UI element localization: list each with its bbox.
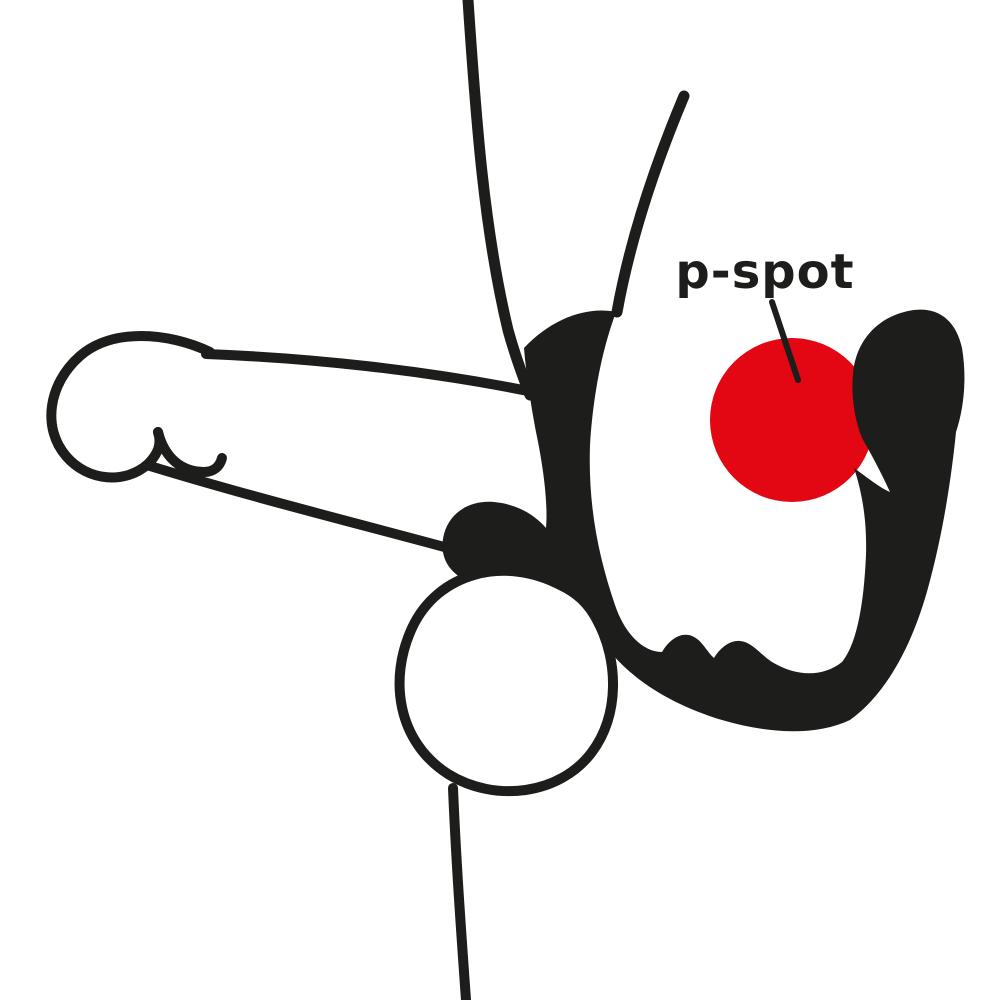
p-spot-marker (710, 338, 874, 502)
glans-corona-line (153, 427, 227, 477)
massager-silhouette (442, 309, 965, 732)
p-spot-label: p-spot (675, 244, 854, 300)
scrotum-outline (394, 565, 619, 797)
body-back-outline (611, 90, 690, 318)
line-art-group (46, 0, 965, 1000)
body-front-outline (462, 0, 536, 401)
body-lower-outline (448, 783, 471, 1000)
penis-shaft-top-line (201, 349, 538, 397)
glans-outline (46, 331, 215, 483)
annotation-pointer-line (769, 299, 801, 383)
penis-shaft-bottom-line (145, 461, 453, 553)
